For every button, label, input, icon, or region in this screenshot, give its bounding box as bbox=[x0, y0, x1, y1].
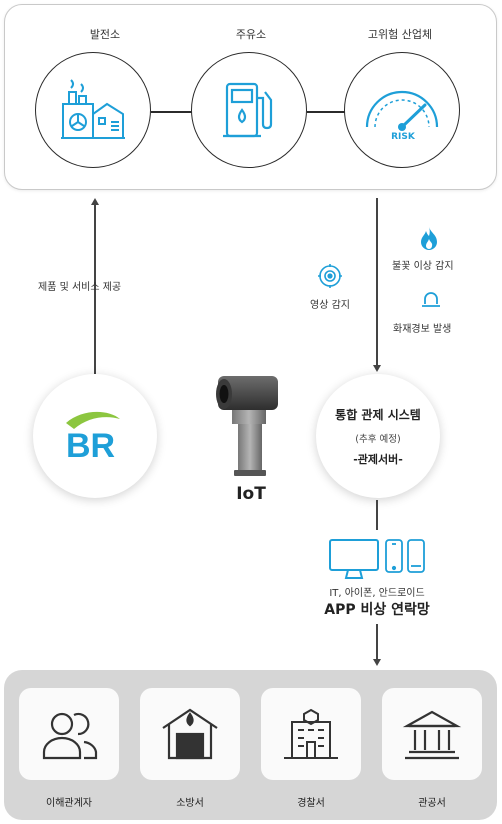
site-connector-1 bbox=[151, 111, 192, 113]
risk-gauge-icon bbox=[365, 90, 439, 131]
smartphone-icon-2 bbox=[407, 539, 425, 573]
control-system-subtitle: (추후 예정) bbox=[355, 433, 401, 445]
video-detect-icon bbox=[318, 264, 342, 288]
system-device-line bbox=[376, 500, 378, 530]
agency-police-station bbox=[261, 688, 361, 780]
iot-label: IoT bbox=[236, 484, 266, 504]
control-system-title: 통합 관제 시스템 bbox=[335, 407, 421, 422]
fire-detect-label: 불꽃 이상 감지 bbox=[392, 261, 454, 272]
control-system-node: 통합 관제 시스템 (추후 예정) -관제서버- bbox=[316, 374, 440, 498]
agency-label-government-office: 관공서 bbox=[418, 798, 446, 809]
flame-icon bbox=[421, 227, 437, 250]
alarm-light-icon bbox=[422, 292, 440, 307]
gas-station-node bbox=[191, 52, 307, 168]
site-label-power-plant: 발전소 bbox=[89, 28, 121, 41]
government-office-icon bbox=[402, 710, 462, 760]
service-flow-line bbox=[94, 204, 96, 374]
br-company-node: BR bbox=[33, 374, 157, 498]
smartphone-icon bbox=[385, 539, 403, 573]
agency-label-police-station: 경찰서 bbox=[297, 798, 325, 809]
agency-government-office bbox=[382, 688, 482, 780]
high-risk-node bbox=[344, 52, 460, 168]
video-detect-label: 영상 감지 bbox=[310, 300, 350, 311]
service-flow-label: 제품 및 서비스 제공 bbox=[38, 282, 122, 293]
power-plant-node bbox=[35, 52, 151, 168]
app-agency-arrow bbox=[372, 659, 381, 666]
iot-camera-icon bbox=[216, 376, 278, 476]
agency-fire-station bbox=[140, 688, 240, 780]
alert-flow-line bbox=[376, 198, 378, 366]
app-agency-line bbox=[376, 624, 378, 660]
agency-label-fire-station: 소방서 bbox=[176, 798, 204, 809]
br-logo-icon: BR bbox=[66, 411, 120, 465]
svg-text:BR: BR bbox=[66, 427, 115, 465]
gas-station-icon bbox=[223, 82, 273, 138]
monitor-icon bbox=[329, 539, 379, 579]
site-connector-2 bbox=[307, 111, 345, 113]
alert-flow-arrow bbox=[372, 365, 381, 372]
stakeholders-icon bbox=[42, 712, 98, 760]
app-platforms-label: IT, 아이폰, 안드로이드 bbox=[329, 588, 425, 599]
control-server-label: -관제서버- bbox=[353, 452, 403, 466]
alarm-label: 화재경보 발생 bbox=[393, 324, 452, 335]
site-label-high-risk: 고위험 산업체 bbox=[367, 28, 433, 41]
power-plant-icon bbox=[61, 79, 125, 139]
risk-gauge-label: RISK bbox=[391, 132, 415, 142]
fire-station-icon bbox=[162, 708, 218, 760]
agency-label-stakeholders: 이해관계자 bbox=[46, 798, 92, 809]
agency-stakeholders bbox=[19, 688, 119, 780]
app-contact-title: APP 비상 연락망 bbox=[324, 602, 430, 618]
police-station-icon bbox=[284, 708, 338, 759]
site-label-gas-station: 주유소 bbox=[235, 28, 267, 41]
service-flow-arrow bbox=[90, 198, 99, 205]
